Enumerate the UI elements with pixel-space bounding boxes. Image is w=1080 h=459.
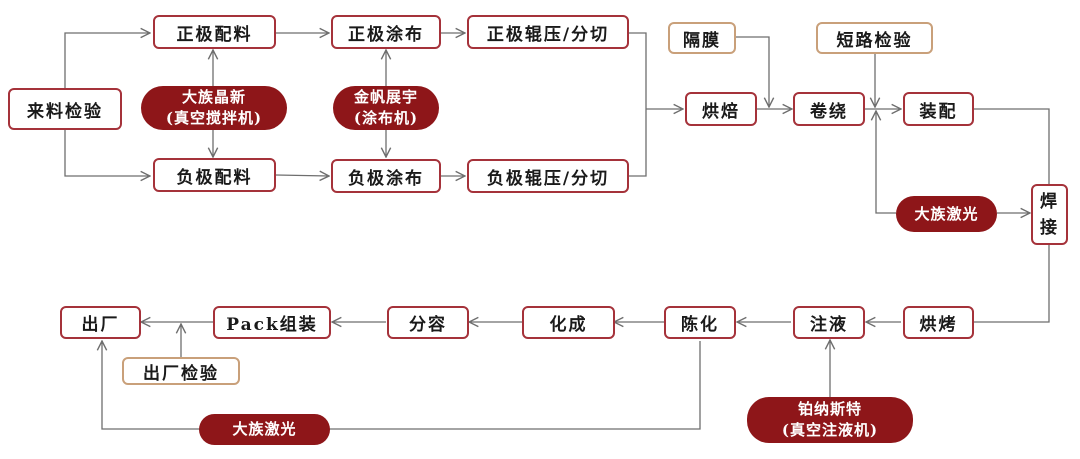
- connector-inspection-to-cathode-mixing: [64, 33, 150, 90]
- step-incoming-inspection: 来料检验: [8, 88, 122, 130]
- step-shipment: 出厂: [60, 306, 141, 339]
- step-baking-2: 烘烤: [903, 306, 974, 339]
- vendor-injection: 铂纳斯特 (真空注液机): [747, 397, 913, 443]
- input-separator: 隔膜: [668, 22, 736, 54]
- connector-cathode-roll-merge: [629, 32, 647, 177]
- welding-char-1: 焊: [1040, 191, 1059, 212]
- vendor-mixing: 大族晶新 (真空搅拌机): [141, 86, 287, 130]
- step-assembly: 装配: [903, 92, 974, 126]
- welding-char-2: 接: [1040, 217, 1059, 238]
- connector-marking-laser-loop: [102, 341, 701, 430]
- step-aging: 陈化: [664, 306, 736, 339]
- vendor-injection-equipment: (真空注液机): [781, 421, 879, 439]
- vendor-mixing-name: 大族晶新: [181, 88, 246, 106]
- step-baking: 烘焙: [685, 92, 757, 126]
- connector-welding-laser-up: [876, 111, 896, 214]
- step-cathode-coating: 正极涂布: [331, 15, 441, 49]
- step-anode-coating: 负极涂布: [331, 159, 441, 193]
- step-welding: 焊 接: [1031, 184, 1068, 245]
- connector-assembly-to-welding: [974, 108, 1050, 184]
- connector-anode-mix-to-coat: [275, 175, 329, 176]
- connector-inspection-to-anode-mixing: [64, 129, 150, 176]
- vendor-coating: 金帆展宇 (涂布机): [333, 86, 439, 130]
- step-grading: 分容: [387, 306, 469, 339]
- step-anode-mixing: 负极配料: [153, 158, 276, 192]
- connector-separator-to-winding: [736, 36, 769, 107]
- step-winding: 卷绕: [793, 92, 865, 126]
- vendor-coating-name: 金帆展宇: [353, 88, 418, 106]
- step-electrolyte-injection: 注液: [793, 306, 865, 339]
- vendor-marking-laser: 大族激光: [199, 414, 330, 445]
- step-formation: 化成: [522, 306, 615, 339]
- vendor-injection-name: 铂纳斯特: [797, 400, 862, 418]
- step-cathode-mixing: 正极配料: [153, 15, 276, 49]
- vendor-mixing-equipment: (真空搅拌机): [165, 109, 263, 127]
- step-pack-assembly: Pack组装: [213, 306, 331, 339]
- input-short-circuit-test: 短路检验: [816, 22, 933, 54]
- input-outgoing-inspection: 出厂检验: [122, 357, 240, 385]
- step-cathode-rolling-slitting: 正极辊压/分切: [467, 15, 629, 49]
- vendor-welding-laser: 大族激光: [896, 196, 997, 232]
- vendor-coating-equipment: (涂布机): [353, 109, 419, 127]
- connector-welding-to-bake: [974, 245, 1050, 323]
- step-anode-rolling-slitting: 负极辊压/分切: [467, 159, 629, 193]
